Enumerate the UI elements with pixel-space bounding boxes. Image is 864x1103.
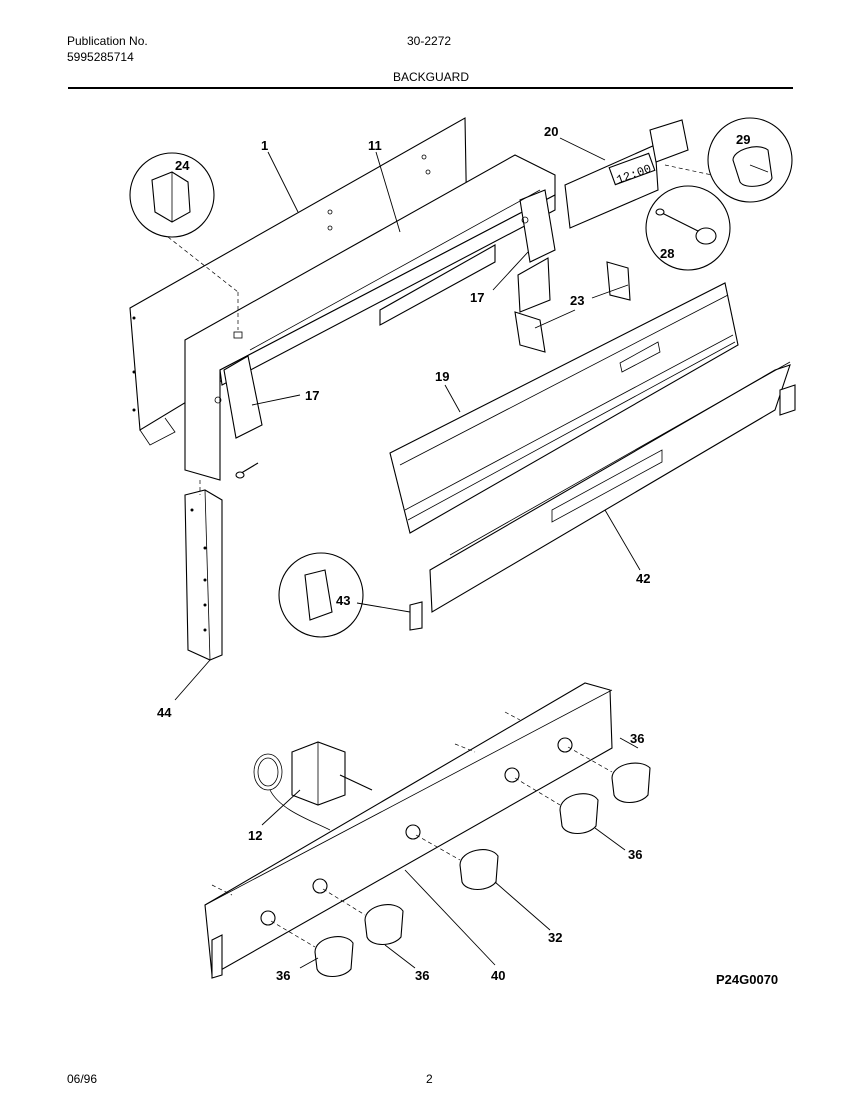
trim-part-42 — [429, 361, 796, 613]
knob-32 — [415, 834, 499, 891]
thermostat-part-12 — [253, 741, 373, 831]
callout-11: 11 — [368, 138, 382, 153]
callout-17-lower: 17 — [305, 388, 319, 403]
callout-40: 40 — [491, 968, 505, 983]
callout-36-c: 36 — [415, 968, 429, 983]
backguard-frame-part-11 — [184, 154, 556, 481]
callout-19: 19 — [435, 369, 449, 384]
publication-number: 5995285714 — [67, 50, 134, 64]
callout-24: 24 — [175, 158, 190, 173]
callout-20: 20 — [544, 124, 558, 139]
callout-42: 42 — [636, 571, 650, 586]
callout-36-d: 36 — [276, 968, 290, 983]
knob-36-c — [322, 888, 404, 946]
callout-43: 43 — [336, 593, 350, 608]
control-panel-part-19 — [389, 282, 739, 534]
detail-circle-part-28 — [645, 185, 731, 271]
detail-circle-part-43 — [278, 552, 423, 638]
manifold-panel-part-40 — [204, 682, 613, 979]
callout-36-a: 36 — [630, 731, 644, 746]
leader-lines — [174, 137, 641, 969]
callout-44: 44 — [157, 705, 172, 720]
diagram-code: P24G0070 — [716, 972, 778, 987]
callout-labels: 1 11 24 20 29 28 17 17 23 19 42 43 44 36… — [157, 124, 750, 983]
page-number: 2 — [426, 1072, 433, 1086]
knob-36-d — [270, 920, 354, 978]
knob-36-b — [514, 777, 599, 835]
callout-17-upper: 17 — [470, 290, 484, 305]
screw — [235, 462, 259, 479]
publication-label: Publication No. — [67, 34, 148, 48]
knob-36-a — [567, 746, 651, 804]
clock-part-20: 12:00 — [564, 119, 713, 229]
section-title: BACKGUARD — [393, 70, 470, 84]
callout-36-b: 36 — [628, 847, 642, 862]
callout-29: 29 — [736, 132, 750, 147]
footer-date: 06/96 — [67, 1072, 98, 1086]
side-trim-part-44 — [184, 480, 223, 661]
callout-32: 32 — [548, 930, 562, 945]
callout-23: 23 — [570, 293, 584, 308]
detail-circle-part-24 — [129, 152, 239, 330]
header-rule — [68, 87, 793, 89]
callout-1: 1 — [261, 138, 268, 153]
model-number: 30-2272 — [407, 34, 452, 48]
callout-12: 12 — [248, 828, 262, 843]
detail-circle-part-29 — [707, 117, 793, 203]
callout-28: 28 — [660, 246, 674, 261]
